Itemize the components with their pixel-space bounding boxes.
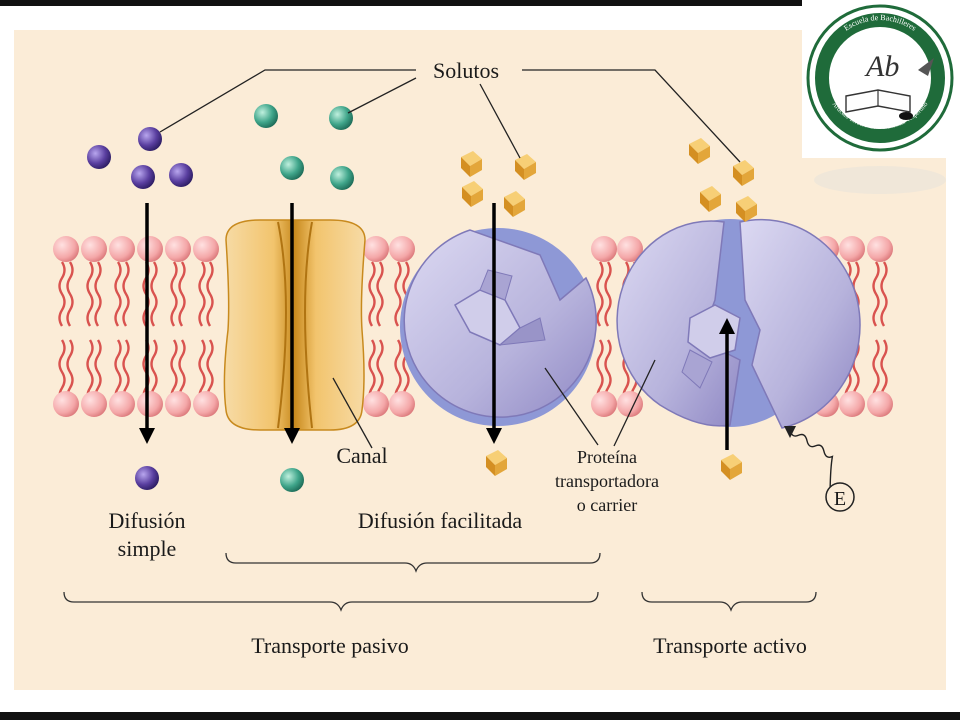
transporte-activo-label: Transporte activo (653, 633, 807, 658)
proteina-label-2: transportadora (555, 471, 659, 491)
school-logo: Escuela de Bachilleres Artículo Tercero … (802, 0, 960, 194)
difusion-facilitada-label: Difusión facilitada (358, 508, 523, 533)
transporte-pasivo-label: Transporte pasivo (251, 633, 408, 658)
energy-input: E (784, 426, 855, 512)
proteina-label-1: Proteína (577, 447, 637, 467)
channel-protein (223, 219, 366, 431)
solutes-channel (254, 104, 354, 492)
energy-circle (825, 482, 855, 512)
braces (63, 552, 817, 612)
energy-label: E (834, 488, 846, 510)
solutes-simple-diffusion (87, 127, 193, 490)
logo-reflection (814, 166, 946, 194)
carrier-protein-passive (400, 228, 597, 426)
flow-arrows (139, 203, 735, 450)
quill-icon (918, 58, 934, 76)
leader-lines (159, 69, 741, 449)
difusion-simple-label-1: Difusión (109, 508, 186, 533)
solutos-label: Solutos (433, 58, 499, 83)
proteina-label-3: o carrier (577, 495, 637, 515)
brace-transporte-activo (641, 591, 817, 612)
inkwell-icon (899, 112, 913, 120)
top-border (0, 0, 960, 6)
difusion-simple-label-2: simple (118, 536, 177, 561)
brace-difusion-facilitada (225, 552, 601, 573)
carrier-protein-active (616, 218, 861, 429)
canal-label: Canal (336, 443, 387, 468)
brace-transporte-pasivo (63, 591, 599, 612)
logo-monogram: Ab (864, 50, 899, 83)
bottom-border (0, 712, 960, 720)
